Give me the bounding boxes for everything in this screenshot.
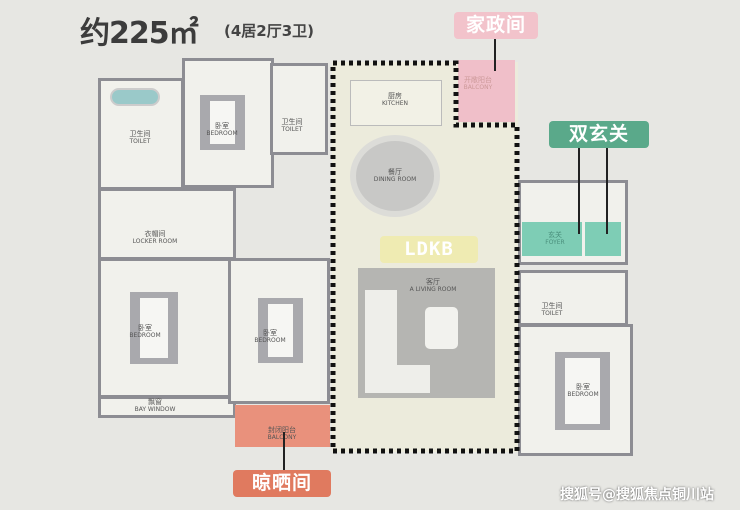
- kitchen-counter: [350, 80, 442, 126]
- bed-icon: [258, 298, 303, 363]
- area-title: 约225㎡: [80, 16, 199, 51]
- foyer-b: [585, 222, 621, 256]
- bed-icon: [555, 352, 610, 430]
- open-balcony: [458, 60, 515, 122]
- bathtub-icon: [110, 88, 160, 106]
- toilet-top: [270, 63, 328, 155]
- tag-drying: 晾晒间: [233, 470, 331, 497]
- arrow-foyer-a: [578, 148, 580, 234]
- tag-housekeeping: 家政间: [454, 12, 538, 39]
- coffee-table: [425, 307, 458, 349]
- bed-icon: [130, 292, 178, 364]
- tag-ldkb: LDKB: [380, 236, 478, 263]
- closed-balcony: [235, 405, 330, 447]
- bay-window: [98, 396, 236, 418]
- arrow-housekeeping: [494, 39, 496, 71]
- arrow-foyer-b: [606, 148, 608, 234]
- dining-table: [350, 135, 440, 217]
- sofa-chaise: [365, 365, 430, 393]
- watermark: 搜狐号@搜狐焦点铜川站: [560, 487, 714, 503]
- layout-subtitle: (4居2厅3卫): [224, 22, 315, 40]
- arrow-drying: [283, 432, 285, 470]
- bed-icon: [200, 95, 245, 150]
- toilet-right: [518, 270, 628, 326]
- tag-double-foyer: 双玄关: [549, 121, 649, 148]
- foyer-a: [522, 222, 582, 256]
